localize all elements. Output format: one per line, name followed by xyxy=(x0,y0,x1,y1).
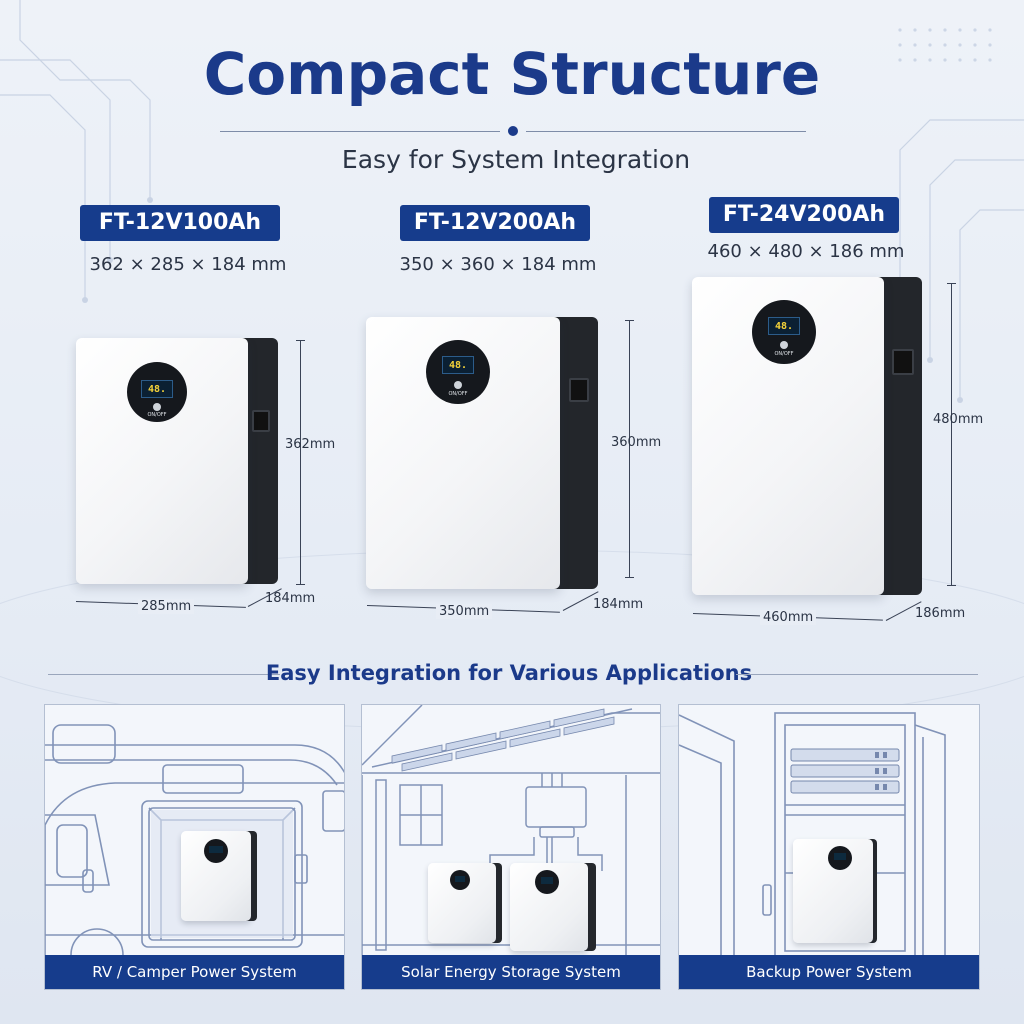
page-subtitle: Easy for System Integration xyxy=(341,145,691,174)
rv-battery-screen xyxy=(209,846,223,853)
dimension-tick xyxy=(625,320,634,321)
onoff-label-2: ON/OFF xyxy=(448,391,468,397)
server-cabinet-icon xyxy=(679,712,946,957)
battery-handle-3 xyxy=(892,349,914,375)
model-badge-2: FT-12V200Ah xyxy=(400,205,590,241)
height-label-2: 360mm xyxy=(611,435,662,450)
battery-screen-1: 48. xyxy=(141,380,173,398)
title-divider-right xyxy=(526,131,806,132)
battery-handle-1 xyxy=(252,410,270,432)
title-divider-dot xyxy=(508,126,518,136)
application-card-backup: Backup Power System xyxy=(678,704,980,990)
depth-label-1: 184mm xyxy=(265,591,316,606)
height-label-1: 362mm xyxy=(285,437,336,452)
battery-screen-2: 48. xyxy=(442,356,474,374)
height-label-3: 480mm xyxy=(933,412,984,427)
model-badge-1: FT-12V100Ah xyxy=(80,205,280,241)
application-card-rv: RV / Camper Power System xyxy=(44,704,345,990)
dimension-tick xyxy=(296,340,305,341)
height-dimension-line-3 xyxy=(951,283,952,586)
title-divider-left xyxy=(220,131,500,132)
depth-label-2: 184mm xyxy=(593,597,644,612)
application-card-solar: Solar Energy Storage System xyxy=(361,704,661,990)
battery-screen-3: 48. xyxy=(768,317,800,335)
dimension-tick xyxy=(947,283,956,284)
model-dims-2: 350 × 360 × 184 mm xyxy=(399,254,597,275)
model-dims-3: 460 × 480 × 186 mm xyxy=(707,241,905,262)
dimension-tick xyxy=(625,577,634,578)
dimension-tick xyxy=(296,584,305,585)
solar-battery-screen-1 xyxy=(455,876,465,882)
section-divider-right xyxy=(736,674,978,675)
dimension-tick xyxy=(947,585,956,586)
height-dimension-line-1 xyxy=(300,340,301,585)
onoff-label-3: ON/OFF xyxy=(774,351,794,357)
depth-label-3: 186mm xyxy=(915,606,966,621)
backup-battery-screen xyxy=(834,853,846,860)
width-label-3: 460mm xyxy=(760,610,817,625)
power-button-icon xyxy=(780,341,788,349)
application-label-backup: Backup Power System xyxy=(679,955,979,989)
application-label-solar: Solar Energy Storage System xyxy=(362,955,660,989)
width-label-1: 285mm xyxy=(138,599,195,614)
application-label-rv: RV / Camper Power System xyxy=(45,955,344,989)
battery-handle-2 xyxy=(569,378,589,402)
power-button-icon xyxy=(153,403,161,411)
page-title: Compact Structure xyxy=(203,40,821,108)
height-dimension-line-2 xyxy=(629,320,630,578)
solar-battery-screen-2 xyxy=(541,877,553,884)
applications-title: Easy Integration for Various Application… xyxy=(265,661,753,685)
onoff-label-1: ON/OFF xyxy=(147,412,167,418)
power-button-icon xyxy=(454,381,462,389)
model-badge-3: FT-24V200Ah xyxy=(709,197,899,233)
solar-battery-side-1 xyxy=(492,863,502,943)
model-dims-1: 362 × 285 × 184 mm xyxy=(89,254,287,275)
section-divider-left xyxy=(48,674,280,675)
width-label-2: 350mm xyxy=(436,604,493,619)
